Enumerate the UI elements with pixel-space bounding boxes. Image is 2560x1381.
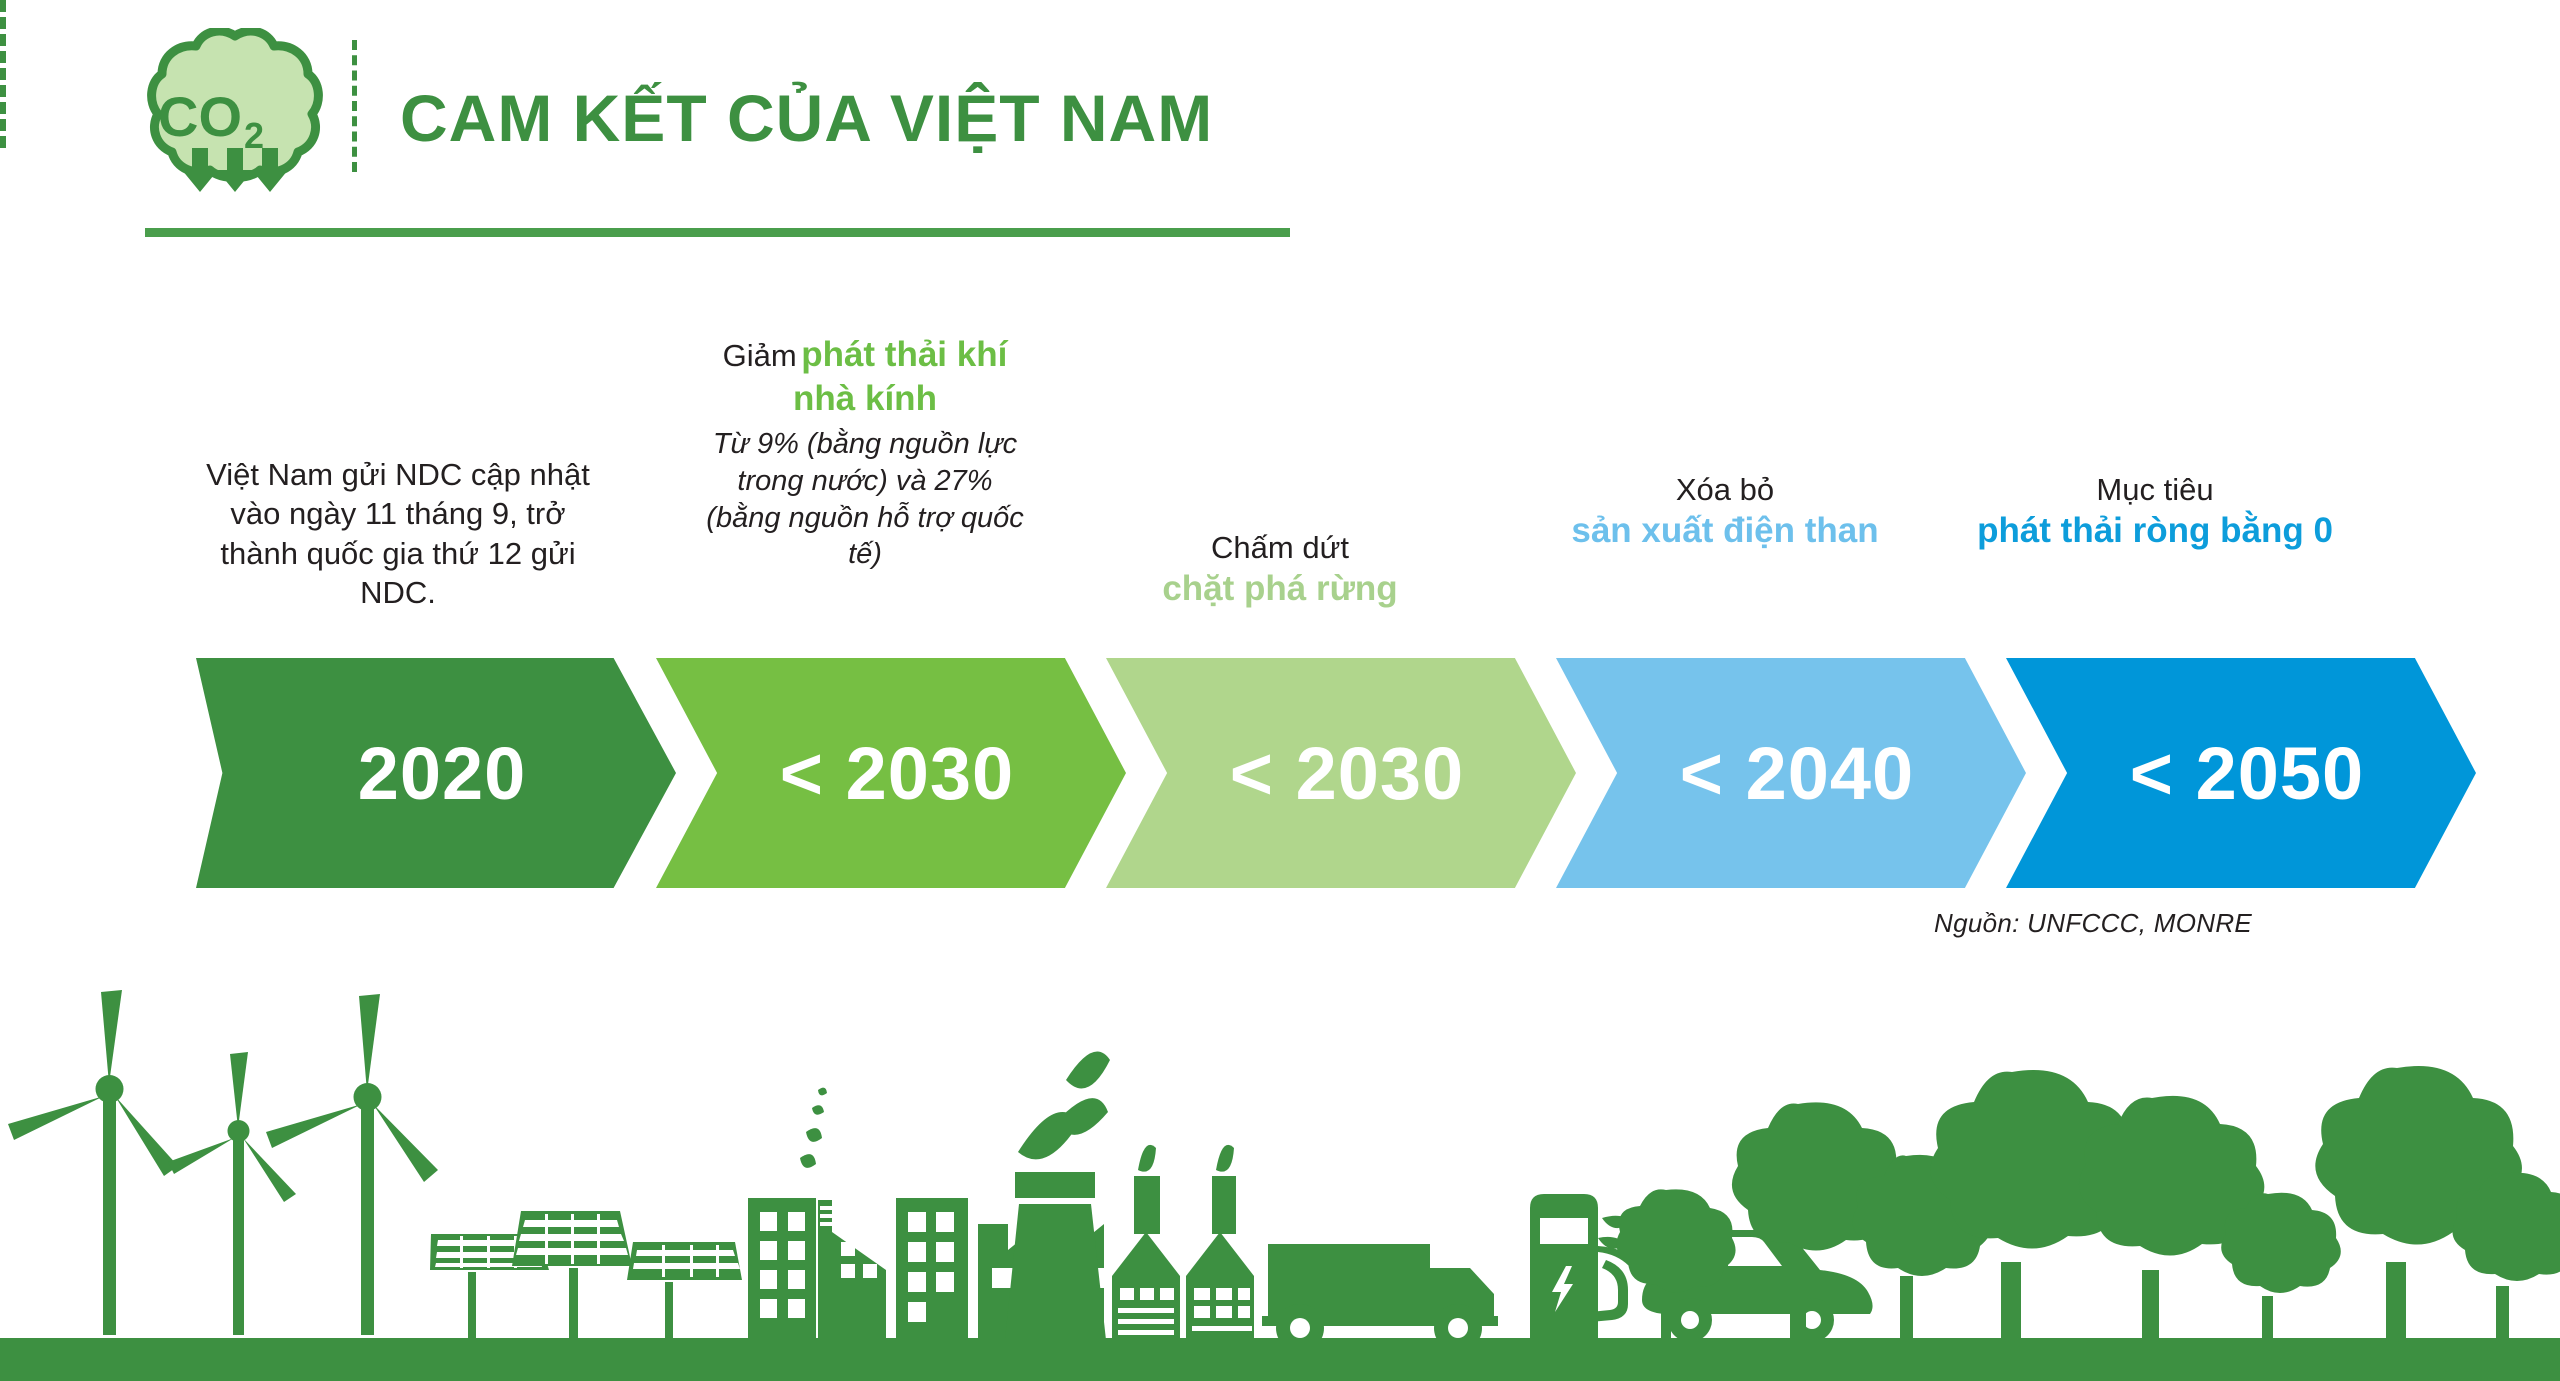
truck-icon: [1262, 1244, 1498, 1352]
factory-building-icon: [1186, 1176, 1254, 1340]
milestone-caption-2: Giảm phát thải khí nhà kính Từ 9% (bằng …: [700, 333, 1030, 573]
caption-regular-text: Xóa bỏ: [1675, 472, 1775, 507]
timeline-step-2030-emissions[interactable]: < 2030: [656, 658, 1126, 888]
co2-cloud-icon: CO 2: [140, 26, 330, 203]
timeline-step-2030-deforestation[interactable]: < 2030: [1106, 658, 1576, 888]
wind-turbine-icon: [8, 990, 178, 1335]
header-dashed-divider: [352, 40, 357, 172]
caption-highlight-text: sản xuất điện than: [1571, 511, 1879, 551]
timeline-step-label: < 2030: [1229, 731, 1465, 815]
tree-icon: [2221, 1192, 2341, 1340]
timeline-step-2040[interactable]: < 2040: [1556, 658, 2026, 888]
milestone-caption-3: Chấm dứt chặt phá rừng: [1120, 528, 1440, 612]
caption-italic-note: Từ 9% (bằng nguồn lực trong nước) và 27%…: [706, 427, 1024, 571]
tree-icon: [1616, 1189, 1736, 1340]
solar-panel-icon: [512, 1211, 632, 1340]
header-underline-rule: [145, 228, 1290, 237]
solar-panel-icon: [627, 1242, 742, 1340]
caption-mixed-line: Giảm phát thải khí nhà kính: [700, 333, 1030, 422]
factory-building-icon: [896, 1198, 968, 1340]
left-edge-dash: [0, 0, 6, 148]
factory-building-icon: [748, 1198, 816, 1340]
leaf-smoke-icon: [1138, 1144, 1156, 1172]
ground-strip: [0, 1338, 2560, 1381]
svg-text:CO: CO: [158, 85, 242, 148]
caption-highlight-text: chặt phá rừng: [1162, 569, 1398, 609]
tree-icon: [2078, 1095, 2265, 1340]
leaf-smoke-icon: [1216, 1144, 1234, 1172]
milestone-caption-4: Xóa bỏ sản xuất điện than: [1550, 470, 1900, 554]
timeline-step-2020[interactable]: 2020: [196, 658, 676, 888]
milestone-caption-5: Mục tiêu phát thải ròng bằng 0: [1965, 470, 2345, 554]
factory-building-icon: [818, 1200, 886, 1340]
timeline-step-label: < 2030: [779, 731, 1015, 815]
caption-highlight-text: phát thải khí nhà kính: [793, 335, 1008, 419]
timeline-step-label: < 2050: [2129, 731, 2365, 815]
svg-text:2: 2: [244, 115, 264, 156]
smokestack-leaf-icon: [1005, 1051, 1110, 1340]
caption-regular-text: Mục tiêu: [2096, 472, 2214, 507]
page-title: CAM KẾT CỦA VIỆT NAM: [400, 81, 1214, 155]
tree-icon: [2452, 1172, 2560, 1340]
factory-building-icon: [1112, 1176, 1180, 1340]
caption-regular-text: Giảm: [722, 338, 797, 373]
ev-charging-station-icon: [1530, 1194, 1634, 1346]
tree-icon: [1930, 1070, 2137, 1340]
source-credit: Nguồn: UNFCCC, MONRE: [1934, 908, 2253, 938]
caption-text: Việt Nam gửi NDC cập nhật vào ngày 11 th…: [206, 457, 590, 611]
green-city-illustration: [0, 980, 2560, 1381]
milestone-caption-1: Việt Nam gửi NDC cập nhật vào ngày 11 th…: [188, 455, 608, 612]
timeline-step-label: < 2040: [1679, 731, 1915, 815]
wind-turbine-icon: [168, 1052, 296, 1335]
wind-turbine-icon: [266, 994, 438, 1335]
timeline-step-label: 2020: [357, 731, 527, 815]
timeline-step-2050[interactable]: < 2050: [2006, 658, 2476, 888]
timeline-band: 2020 < 2030 < 2030 < 2040 < 2050: [0, 658, 2560, 888]
leaf-smoke-icon: [800, 1087, 827, 1168]
caption-highlight-text: phát thải ròng bằng 0: [1977, 511, 2333, 551]
caption-regular-text: Chấm dứt: [1211, 530, 1349, 565]
